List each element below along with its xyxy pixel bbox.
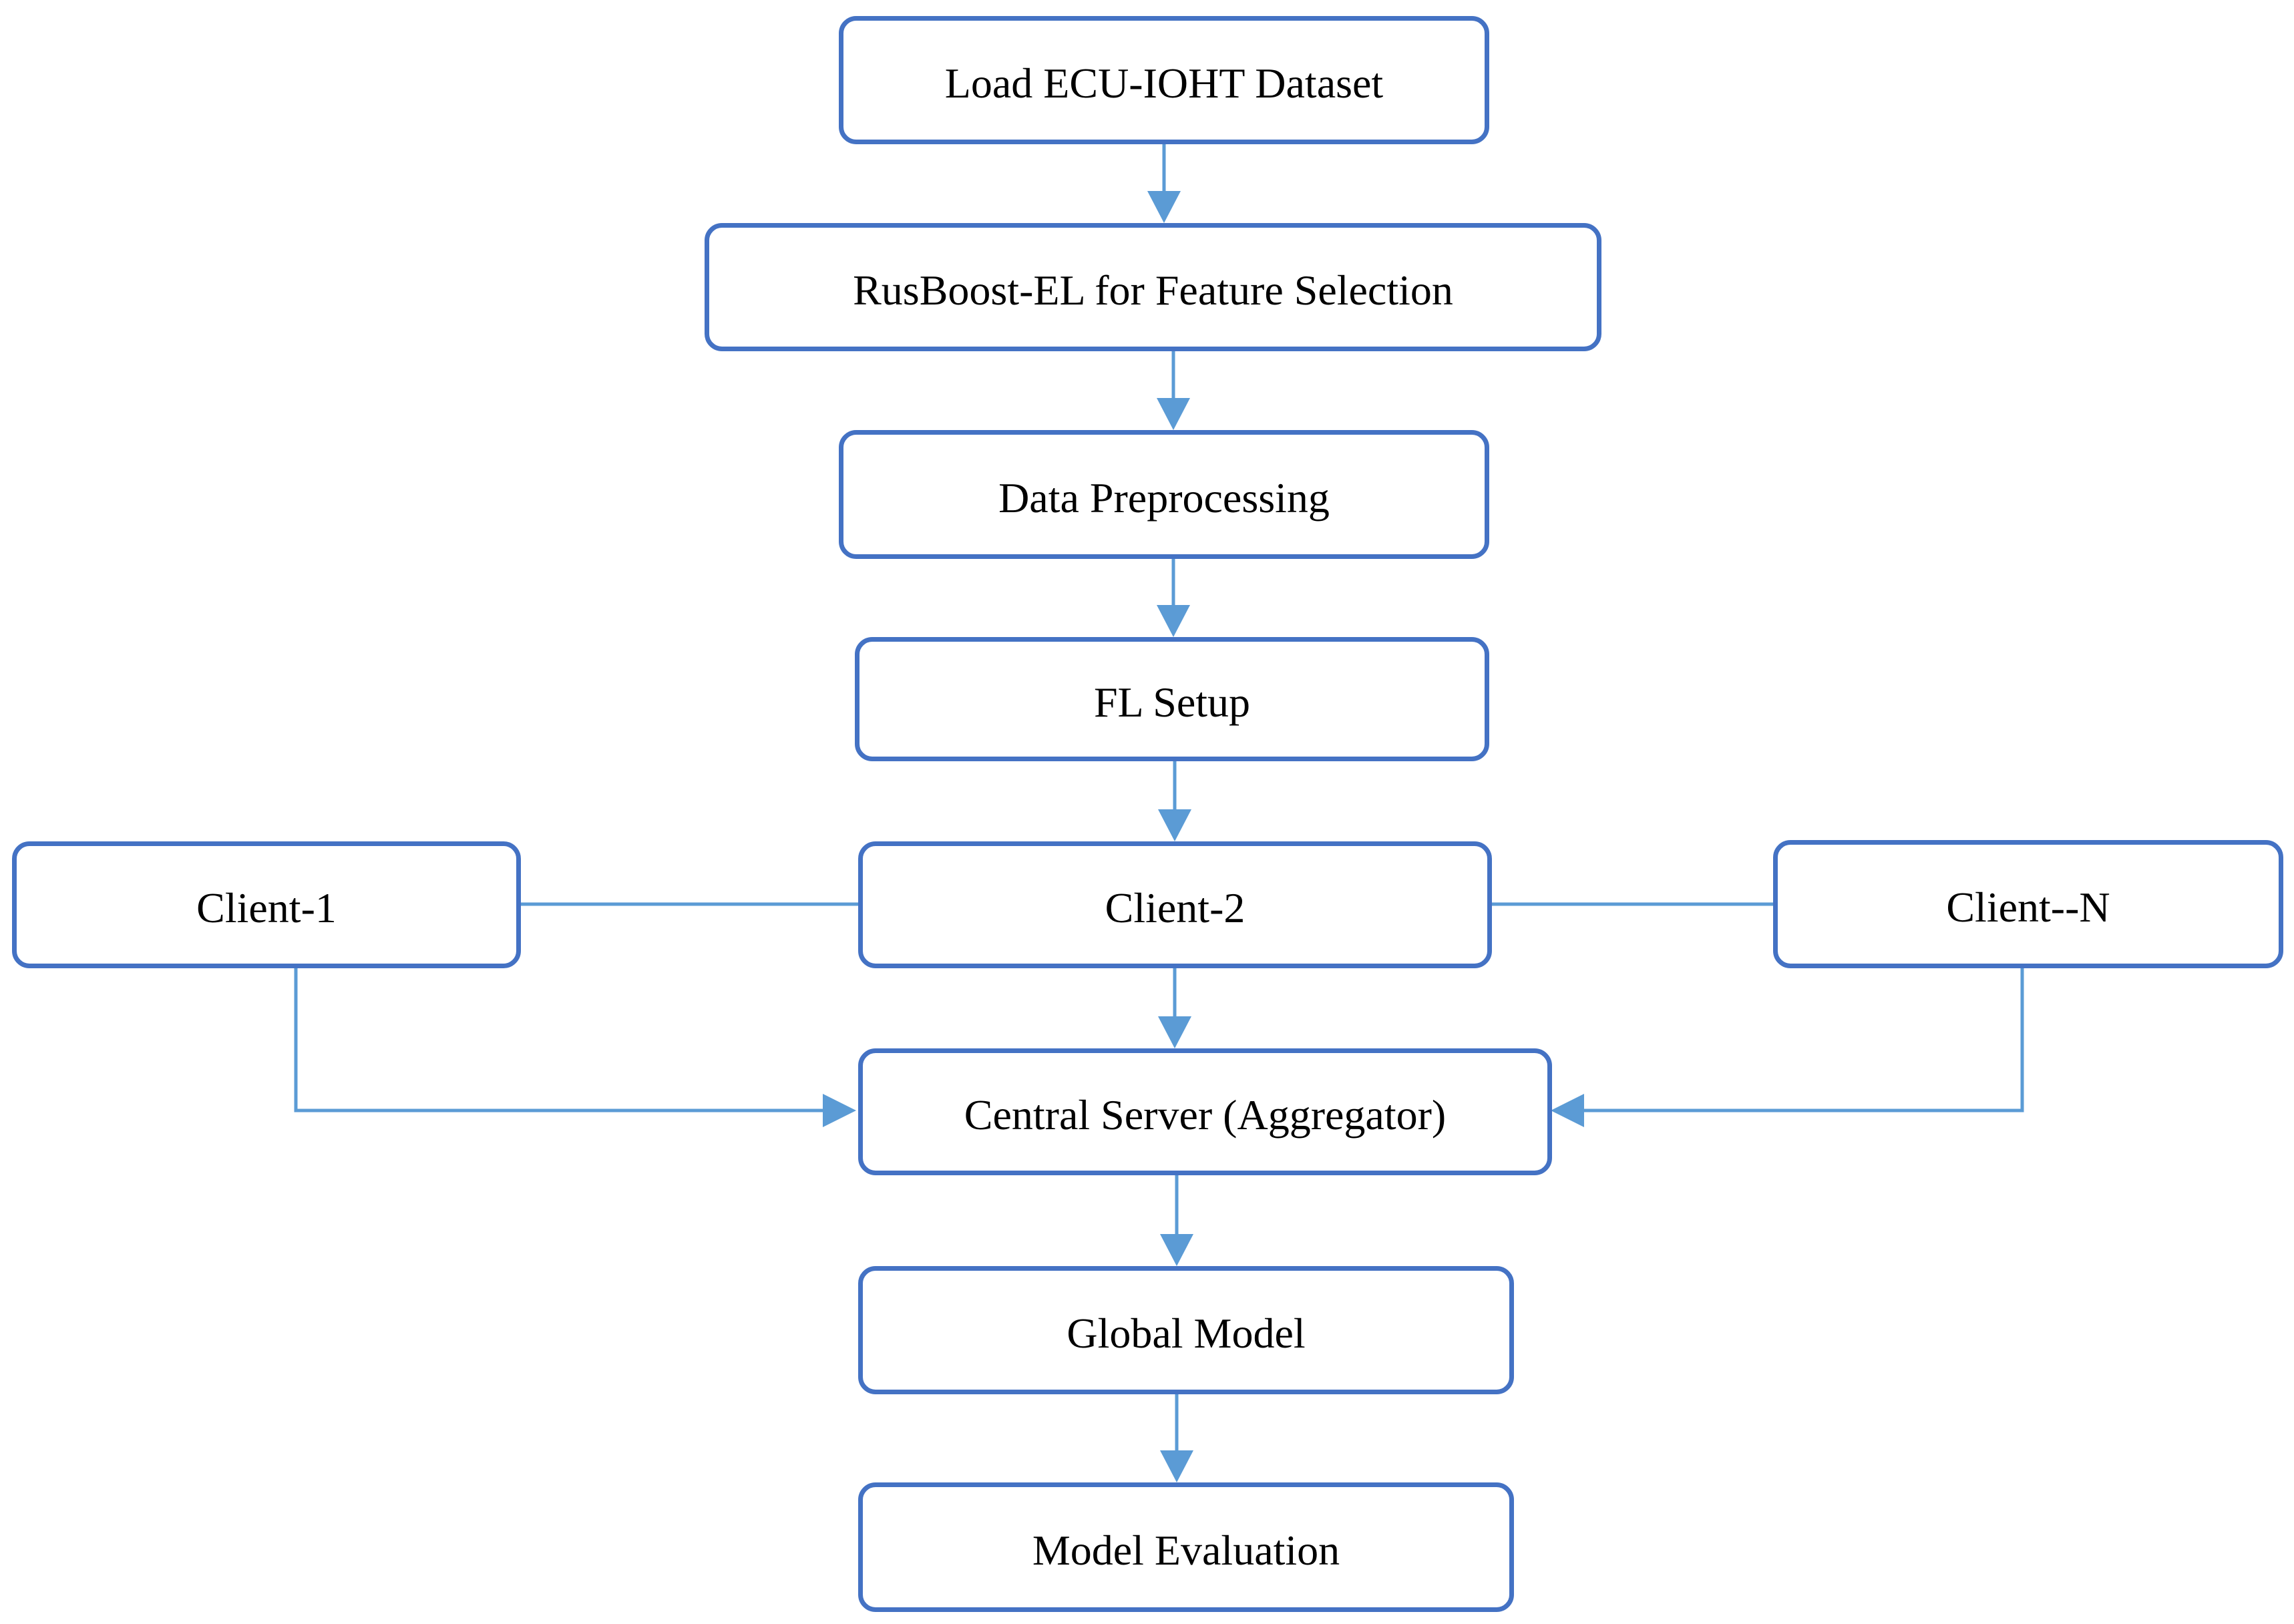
- arrowhead-load-to-feature-selection: [1147, 191, 1181, 223]
- node-feature-selection-label: RusBoost-EL for Feature Selection: [853, 266, 1453, 314]
- arrow-client-n-to-central-server: [1581, 968, 2024, 1112]
- node-client-1: Client-1: [12, 841, 521, 968]
- node-client-n: Client--N: [1773, 840, 2283, 968]
- node-client-2-label: Client-2: [1105, 884, 1246, 932]
- node-preprocessing-label: Data Preprocessing: [998, 473, 1330, 522]
- node-feature-selection: RusBoost-EL for Feature Selection: [705, 223, 1601, 351]
- arrowhead-client-1-to-central-server: [823, 1094, 856, 1127]
- node-model-evaluation-label: Model Evaluation: [1032, 1527, 1340, 1574]
- node-global-model: Global Model: [858, 1266, 1514, 1394]
- node-client-1-label: Client-1: [196, 884, 337, 932]
- node-load-dataset-label: Load ECU-IOHT Dataset: [944, 59, 1384, 107]
- node-load-dataset: Load ECU-IOHT Dataset: [839, 16, 1489, 144]
- arrowhead-client-2-to-central-server: [1158, 1016, 1191, 1048]
- arrowhead-client-n-to-central-server: [1551, 1094, 1584, 1127]
- node-fl-setup-label: FL Setup: [1093, 678, 1251, 726]
- node-client-2: Client-2: [858, 841, 1492, 968]
- arrowhead-preprocessing-to-fl-setup: [1157, 605, 1190, 637]
- arrow-client-1-to-central-server: [294, 968, 825, 1112]
- node-preprocessing: Data Preprocessing: [839, 430, 1489, 559]
- node-client-n-label: Client--N: [1946, 883, 2110, 931]
- node-fl-setup: FL Setup: [855, 637, 1489, 761]
- arrowhead-global-model-to-model-evaluation: [1160, 1450, 1193, 1482]
- arrowhead-fl-setup-to-client-2: [1158, 809, 1191, 841]
- node-central-server: Central Server (Aggregator): [858, 1048, 1552, 1175]
- arrowhead-central-server-to-global-model: [1160, 1234, 1193, 1266]
- node-global-model-label: Global Model: [1067, 1309, 1306, 1357]
- arrowhead-feature-selection-to-preprocessing: [1157, 398, 1190, 430]
- node-model-evaluation: Model Evaluation: [858, 1482, 1514, 1612]
- node-central-server-label: Central Server (Aggregator): [964, 1091, 1447, 1139]
